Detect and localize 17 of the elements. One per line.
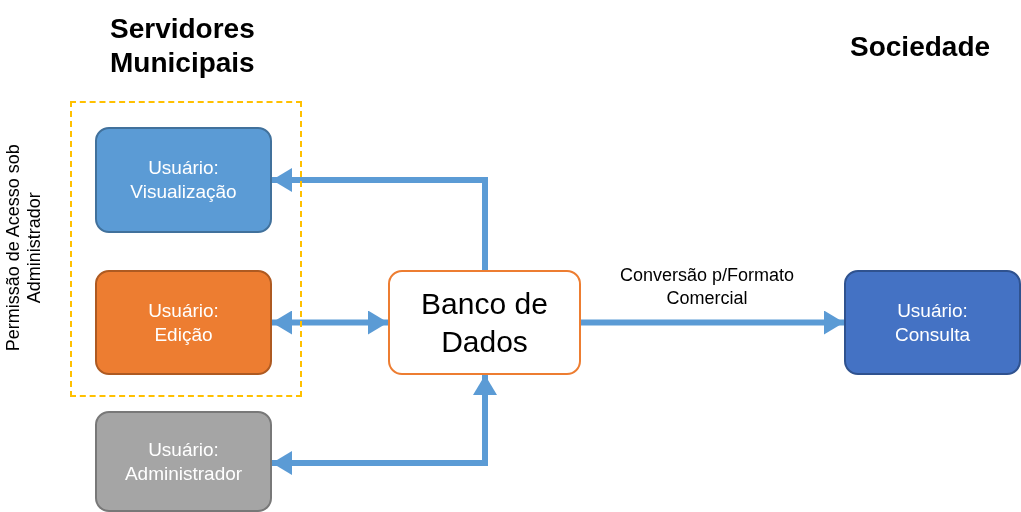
node-label: Usuário: Administrador [123,437,244,486]
node-label: Usuário: Visualização [129,156,238,204]
user-box [95,411,272,512]
rotated-label: Permissão de Acesso sob Administrador [3,143,45,354]
node-label: Usuário: Consulta [894,298,971,347]
arrow [581,310,844,335]
arrow [272,310,388,335]
node-label: Usuário: Edição [147,298,220,347]
user-box [95,270,272,375]
arrow [272,168,488,270]
section-heading: Servidores Municipais [110,12,256,80]
node-label: Banco de Dados [420,286,549,360]
arrow [272,375,497,475]
user-box [844,270,1021,375]
user-box [95,127,272,233]
section-heading: Sociedade [850,30,991,64]
database-box [388,270,581,375]
